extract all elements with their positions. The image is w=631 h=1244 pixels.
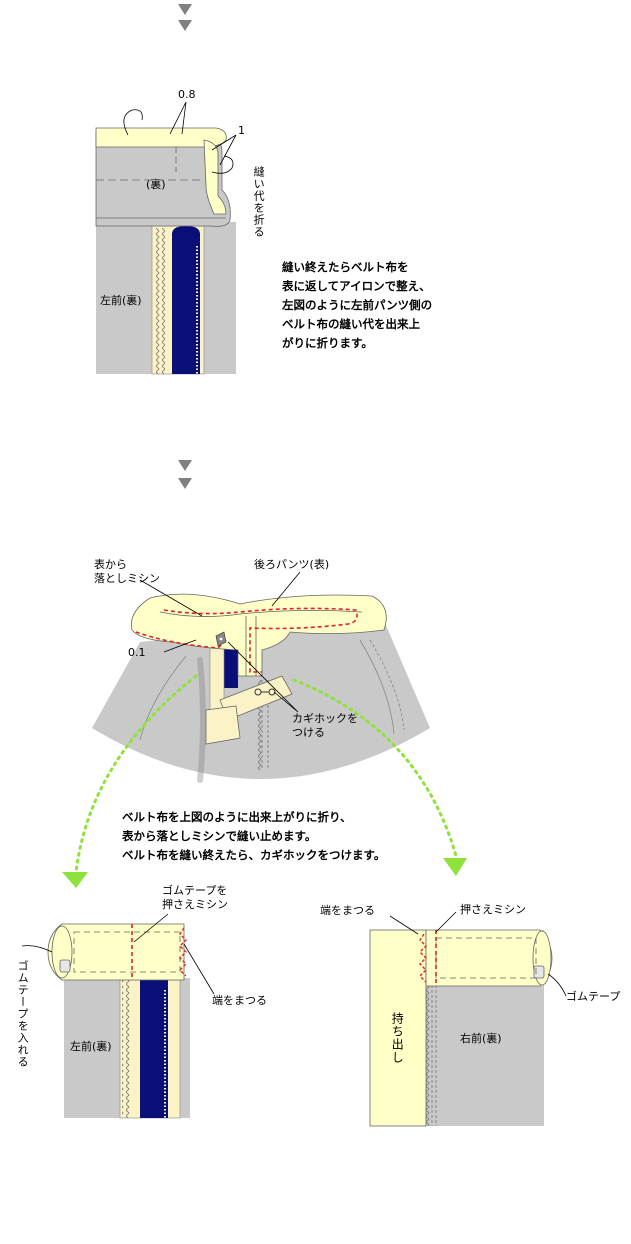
label-press-stitch-elastic: ゴムテープを 押さえミシン — [162, 884, 228, 912]
label-attach-hook: カギホックを つける — [292, 712, 358, 740]
label-left-front: 左前(裏) — [100, 294, 142, 307]
step1-description: 縫い終えたらベルト布を 表に返してアイロンで整え、 左図のように左前パンツ側の … — [282, 260, 433, 350]
hook-icon — [254, 688, 276, 696]
arrow-head-icon — [62, 872, 88, 888]
elastic-end — [59, 959, 71, 973]
label-elastic: ゴムテープ — [566, 990, 621, 1003]
label-0-1: 0.1 — [128, 646, 146, 659]
down-arrow-icon — [178, 4, 192, 31]
label-back-pants: 後ろパンツ(表) — [254, 558, 330, 571]
step1-figure — [95, 101, 237, 375]
label-left-front: 左前(裏) — [70, 1040, 112, 1053]
waistband — [47, 923, 185, 981]
zipper-tape-edge — [155, 228, 165, 374]
step2-description: ベルト布を上図のように出来上がりに折り、 表から落としミシンで縫い止めます。 ベ… — [122, 810, 386, 862]
label-insert-elastic: ゴムテープを入れる — [16, 960, 30, 1068]
label-right-front: 右前(裏) — [460, 1032, 502, 1045]
zipper — [224, 648, 238, 688]
blind-hem-stitch — [179, 927, 187, 977]
label-blind-hem: 端をまつる — [320, 904, 375, 917]
fold-arrow-icon — [123, 109, 143, 136]
hook-eye-icon — [215, 631, 227, 647]
label-topstitch: 表から 落としミシン — [94, 558, 160, 586]
down-arrow-icon — [178, 460, 192, 489]
step3-right-figure — [369, 911, 567, 1127]
label-fold-seam-allowance: 縫い代を折る — [252, 166, 266, 238]
elastic-end — [533, 965, 545, 979]
label-blind-hem: 端をまつる — [212, 994, 267, 1007]
label-0-8: 0.8 — [178, 88, 196, 101]
fold-arrow-icon — [211, 155, 234, 174]
step2-figure — [62, 571, 467, 888]
arrow-head-icon — [443, 858, 467, 876]
belt-fold-side — [203, 139, 227, 215]
label-press-stitch: 押さえミシン — [460, 903, 526, 916]
label-1: 1 — [238, 124, 245, 137]
label-underlap: 持ち出し — [390, 1012, 405, 1064]
topstitch-line — [163, 607, 358, 673]
label-back-side: (裏) — [146, 178, 166, 191]
blind-hem-stitch — [419, 933, 427, 983]
green-arrow-right — [292, 678, 458, 858]
waistband — [131, 593, 387, 677]
zipper — [172, 226, 200, 374]
step3-left-figure — [21, 913, 215, 1119]
underlap — [369, 929, 427, 1127]
topstitch-line — [135, 631, 229, 649]
zipper — [140, 978, 168, 1118]
